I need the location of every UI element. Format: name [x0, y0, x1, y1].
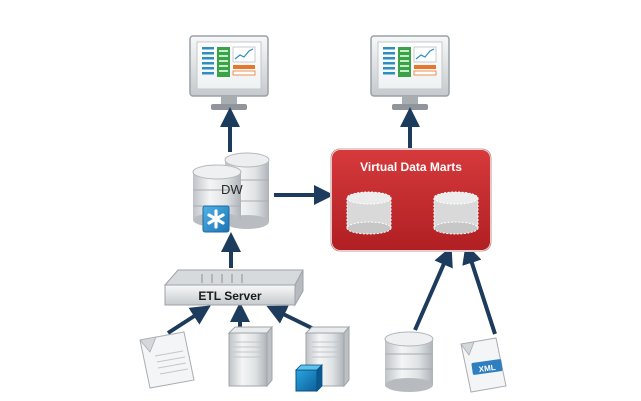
dw-label: DW [221, 182, 243, 197]
arrow-doc-to-etl [166, 305, 211, 335]
mart-database-icon [346, 191, 392, 235]
etl-server-icon [163, 269, 304, 307]
cube-icon [295, 364, 323, 392]
monitor-icon [370, 35, 450, 110]
server-icon [227, 325, 274, 388]
document-icon [139, 331, 195, 389]
marts-label: Virtual Data Marts [360, 160, 462, 174]
monitor-icon [189, 35, 269, 110]
mart-database-icon [433, 191, 479, 235]
etl-server-label: ETL Server [198, 289, 261, 303]
database-icon [384, 331, 434, 392]
xml-label: XML [478, 363, 496, 374]
asterisk-icon [202, 205, 230, 233]
arrow-xml-to-marts [462, 243, 497, 335]
xml-file-icon [460, 337, 507, 393]
arrow-db-to-marts [413, 246, 453, 331]
